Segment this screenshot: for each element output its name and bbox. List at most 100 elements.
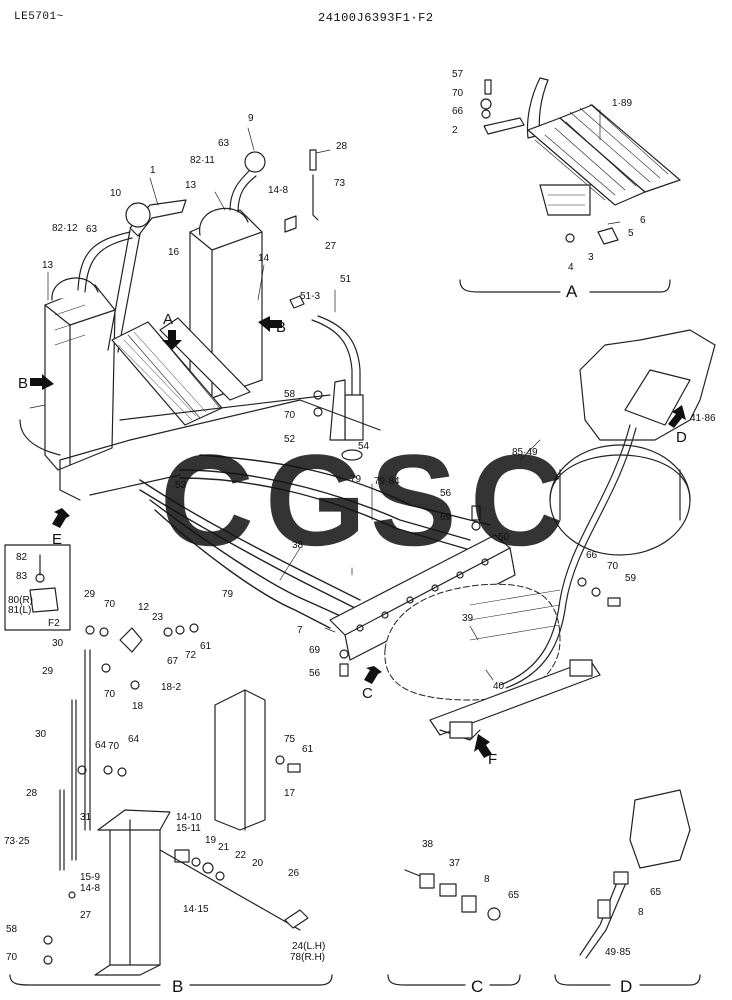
part-label: 52	[284, 434, 296, 445]
part-label: 79·84	[374, 476, 400, 487]
part-label: 73	[334, 178, 346, 189]
part-label: 81(L)	[8, 605, 31, 616]
part-label: 22	[235, 850, 247, 861]
control-valve	[384, 583, 561, 701]
view-label-b-left: B	[18, 375, 28, 392]
part-label: 14·15	[183, 904, 209, 915]
part-label: 21	[218, 842, 230, 853]
line-art	[4, 77, 716, 986]
section-label-c: C	[471, 977, 483, 996]
travel-levers-pedals	[107, 199, 251, 426]
part-label: 6	[640, 215, 646, 226]
part-label: 41·86	[690, 413, 716, 424]
part-label: 70	[6, 952, 18, 963]
part-label: 29	[84, 589, 96, 600]
part-label: 51-3	[300, 291, 320, 302]
part-label: 56	[440, 488, 452, 499]
detail-f2-box	[4, 544, 71, 631]
part-label: 31	[80, 812, 92, 823]
swing-base	[549, 329, 716, 556]
part-label: 18	[132, 701, 144, 712]
part-label: 69	[309, 645, 321, 656]
part-label: 7	[297, 625, 303, 636]
detail-d-cable	[554, 789, 701, 986]
section-labels: A B C D E F C D A B B F2	[18, 282, 687, 996]
part-label: 70	[108, 741, 120, 752]
part-label: 65	[650, 887, 662, 898]
part-label: 15-9	[80, 872, 100, 883]
part-label: 66	[586, 550, 598, 561]
part-label: 38	[292, 540, 304, 551]
drawing-number: 24100J6393F1·F2	[318, 11, 434, 25]
part-label: 51	[340, 274, 352, 285]
part-label: 63	[86, 224, 98, 235]
part-label: 27	[80, 910, 92, 921]
left-control-tower	[44, 231, 133, 471]
part-label: 85·49	[512, 447, 538, 458]
view-label-e: E	[52, 531, 62, 548]
part-label: 70	[104, 599, 116, 610]
view-label-f: F	[488, 751, 497, 768]
part-label: 3	[588, 252, 594, 263]
part-label: 14-8	[80, 883, 100, 894]
part-label: 19	[205, 835, 217, 846]
part-label: 4	[568, 262, 574, 273]
part-label: 79	[222, 589, 234, 600]
part-label: 65	[508, 890, 520, 901]
watermark-letter-c1: C	[160, 427, 254, 573]
part-label: 82	[16, 552, 28, 563]
part-label: 17	[284, 788, 296, 799]
part-label: 50	[498, 532, 510, 543]
part-label: 30	[52, 638, 64, 649]
part-label: 58	[284, 389, 296, 400]
section-label-d: D	[620, 977, 632, 996]
cgsc-watermark: C G S C	[160, 427, 564, 573]
part-label: 5	[628, 228, 634, 239]
part-label: 10	[110, 188, 122, 199]
part-label: 8	[484, 874, 490, 885]
valve-linkage-f	[429, 659, 601, 741]
part-label: 57	[452, 69, 464, 80]
part-label: 28	[26, 788, 38, 799]
part-label: 14-10	[176, 812, 202, 823]
part-label: 63	[218, 138, 230, 149]
part-label: 80(R)	[8, 595, 33, 606]
part-label: 53	[175, 480, 187, 491]
view-label-b-right: B	[276, 319, 286, 336]
part-label: 59	[625, 573, 637, 584]
part-label: 16	[168, 247, 180, 258]
view-label-c: C	[362, 685, 373, 702]
part-label: 28	[336, 141, 348, 152]
part-label: 23	[152, 612, 164, 623]
part-label: 14	[258, 253, 270, 264]
part-label: 9	[248, 113, 254, 124]
part-label: 70	[284, 410, 296, 421]
part-label: 70	[452, 88, 464, 99]
part-label: 79	[350, 474, 362, 485]
part-label: 58	[6, 924, 18, 935]
part-label: 70	[607, 561, 619, 572]
part-label: 13	[42, 260, 54, 271]
part-label: 26	[288, 868, 300, 879]
part-label: 83	[16, 571, 28, 582]
part-label: 61	[302, 744, 314, 755]
part-label: 18-2	[161, 682, 181, 693]
part-label: 78(R.H)	[290, 952, 325, 963]
detail-label-f2: F2	[48, 618, 60, 629]
part-label: 29	[42, 666, 54, 677]
lever-51	[289, 295, 364, 441]
part-label: 73·25	[4, 836, 30, 847]
detail-b-assembly	[9, 627, 333, 986]
part-label: 24(L.H)	[292, 941, 325, 952]
part-label: 20	[252, 858, 264, 869]
cable-bundle	[139, 454, 491, 629]
part-label: 82·12	[52, 223, 78, 234]
part-label: 64	[128, 734, 140, 745]
part-label: 1·89	[612, 98, 632, 109]
part-label: 38	[422, 839, 434, 850]
part-label: 40	[493, 681, 505, 692]
part-label: 75	[284, 734, 296, 745]
part-label: 66	[452, 106, 464, 117]
part-label: 82·11	[190, 155, 215, 166]
